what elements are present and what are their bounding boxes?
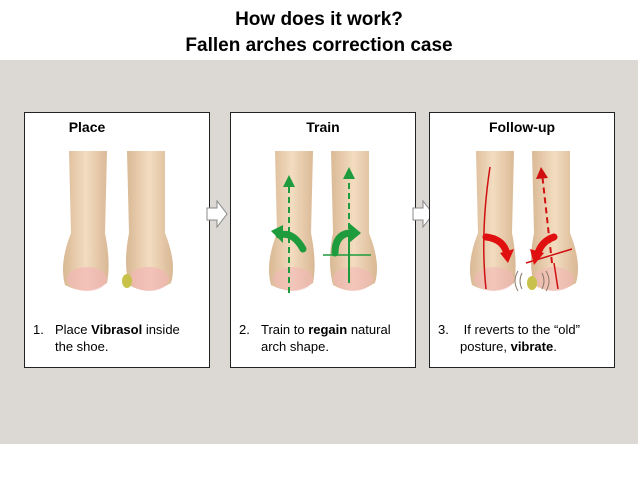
caption: 1.Place Vibrasol inside the shoe.: [33, 322, 180, 354]
vibration-icon: [514, 270, 550, 292]
panel-title: Train: [306, 119, 340, 135]
curved-arrow-icon: [482, 233, 510, 255]
slide-subtitle: Fallen arches correction case: [185, 35, 453, 56]
panel-title: Place: [68, 119, 106, 135]
curved-arrow-icon: [534, 233, 558, 257]
vibrasol-device-icon: [122, 274, 132, 288]
heels-illustration: [269, 151, 377, 293]
panel-title: Follow-up: [488, 119, 556, 135]
slide-title: How does it work?: [235, 9, 403, 30]
curved-arrow-icon: [331, 229, 353, 257]
panel-place: Place 1.Place Vibrasol inside the shoe.: [24, 112, 210, 368]
next-arrow-icon: [206, 199, 228, 229]
misalignment-line: [483, 166, 491, 290]
next-arrow-icon: [412, 199, 434, 229]
heels-illustration: [63, 151, 173, 291]
panel-train: Train 2.Train to regain natural arch sha…: [230, 112, 416, 368]
caption: 3. If reverts to the “old” posture, vibr…: [438, 322, 580, 354]
panel-follow-up: Follow-up 3. If reverts to the “old” pos…: [429, 112, 615, 368]
heels-illustration: [470, 151, 578, 292]
caption: 2.Train to regain natural arch shape.: [239, 322, 391, 354]
